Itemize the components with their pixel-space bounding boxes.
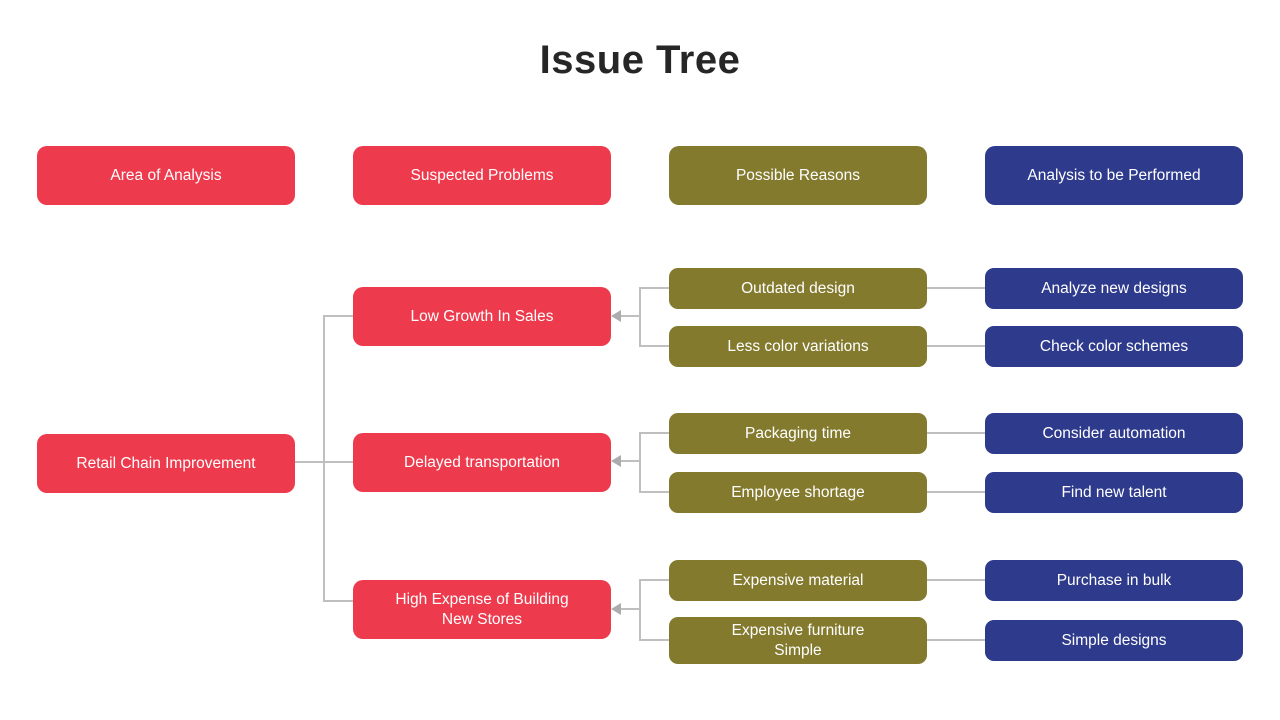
bracket2-stub-bottom	[639, 491, 669, 493]
bracket2-stub-top	[639, 432, 669, 434]
bracket3-arrow-line	[621, 608, 640, 610]
node-consider-automation: Consider automation	[985, 413, 1243, 454]
node-less-color-variations: Less color variations	[669, 326, 927, 367]
arrow-left-icon	[611, 603, 621, 615]
header-suspected-problems: Suspected Problems	[353, 146, 611, 205]
bracket2-vertical	[639, 432, 641, 493]
link-reason6-analysis6	[927, 639, 985, 641]
bracket3-stub-bottom	[639, 639, 669, 641]
link-reason4-analysis4	[927, 491, 985, 493]
link-reason3-analysis3	[927, 432, 985, 434]
node-expensive-furniture: Expensive furniture Simple	[669, 617, 927, 664]
bracket1-stub-top	[639, 287, 669, 289]
node-purchase-in-bulk: Purchase in bulk	[985, 560, 1243, 601]
bracket3-stub-top	[639, 579, 669, 581]
link-reason1-analysis1	[927, 287, 985, 289]
link-reason5-analysis5	[927, 579, 985, 581]
header-area-of-analysis: Area of Analysis	[37, 146, 295, 205]
connector-branch-problem3	[323, 600, 353, 602]
arrow-left-icon	[611, 310, 621, 322]
node-employee-shortage: Employee shortage	[669, 472, 927, 513]
bracket1-stub-bottom	[639, 345, 669, 347]
node-high-expense-new-stores: High Expense of Building New Stores	[353, 580, 611, 639]
node-check-color-schemes: Check color schemes	[985, 326, 1243, 367]
page-title: Issue Tree	[539, 38, 741, 82]
node-low-growth-in-sales: Low Growth In Sales	[353, 287, 611, 346]
header-possible-reasons: Possible Reasons	[669, 146, 927, 205]
node-simple-designs: Simple designs	[985, 620, 1243, 661]
bracket1-vertical	[639, 287, 641, 347]
arrow-left-icon	[611, 455, 621, 467]
bracket1-arrow-line	[621, 315, 640, 317]
node-retail-chain-improvement: Retail Chain Improvement	[37, 434, 295, 493]
node-analyze-new-designs: Analyze new designs	[985, 268, 1243, 309]
bracket2-arrow-line	[621, 460, 640, 462]
link-reason2-analysis2	[927, 345, 985, 347]
node-delayed-transportation: Delayed transportation	[353, 433, 611, 492]
header-analysis-to-be-performed: Analysis to be Performed	[985, 146, 1243, 205]
connector-trunk	[323, 316, 325, 602]
node-expensive-material: Expensive material	[669, 560, 927, 601]
node-find-new-talent: Find new talent	[985, 472, 1243, 513]
connector-branch-problem1	[323, 315, 353, 317]
bracket3-vertical	[639, 579, 641, 641]
node-packaging-time: Packaging time	[669, 413, 927, 454]
node-outdated-design: Outdated design	[669, 268, 927, 309]
